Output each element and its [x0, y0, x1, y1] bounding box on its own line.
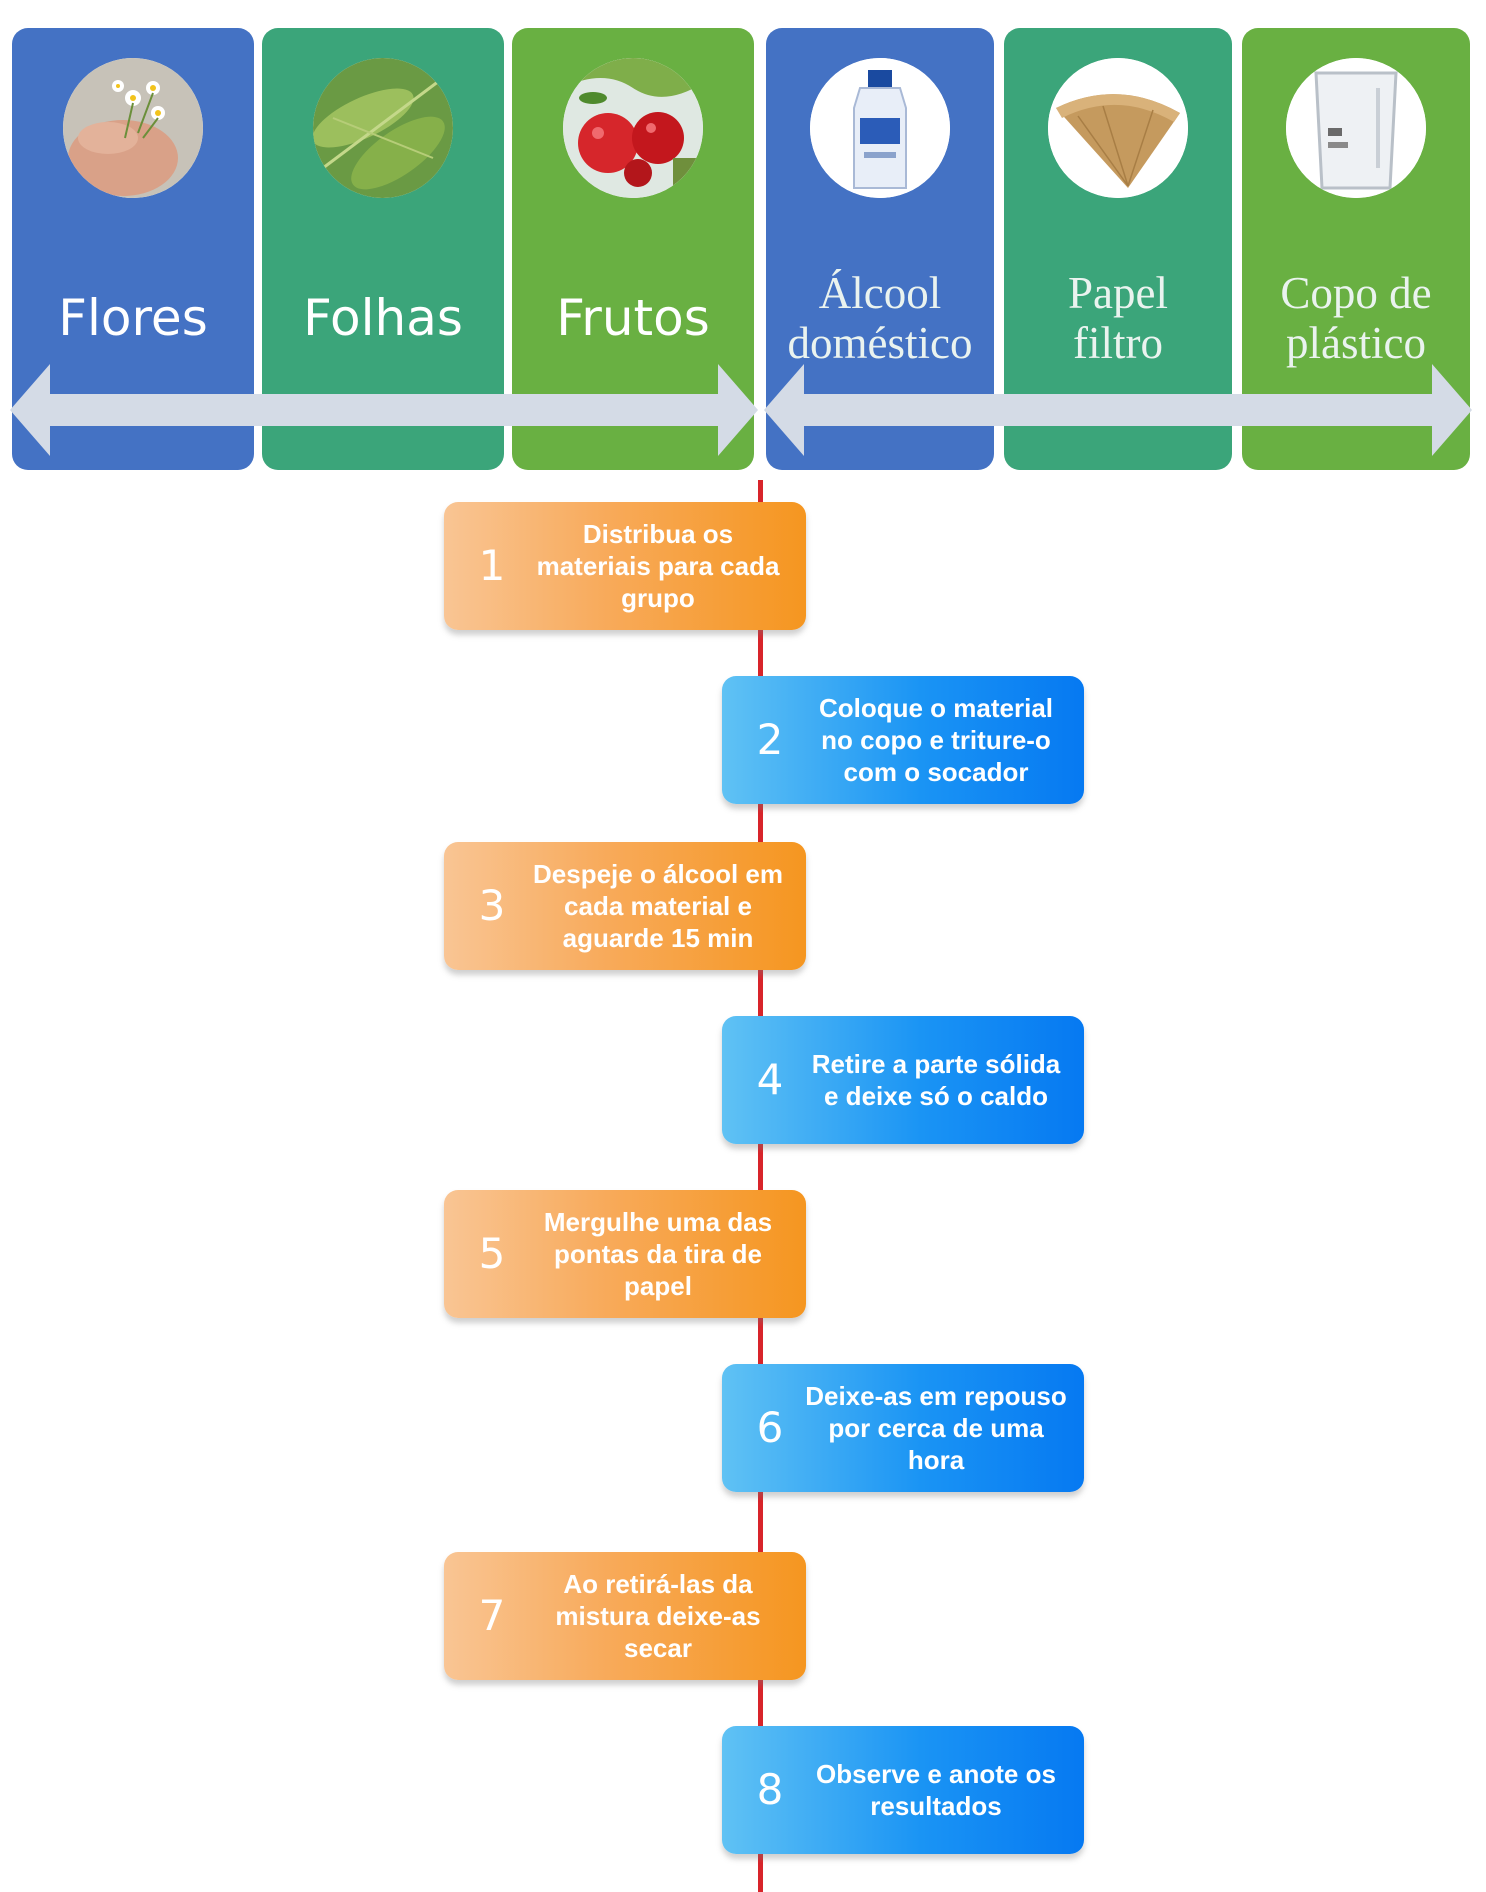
flower-photo-icon [63, 58, 203, 198]
step-number: 2 [756, 715, 784, 764]
leaves-photo-icon [313, 58, 453, 198]
step-number: 5 [478, 1229, 506, 1278]
step-number: 1 [478, 541, 506, 590]
step-card-5: 5 Mergulhe uma das pontas da tira de pap… [444, 1190, 806, 1318]
material-label-copo: Copo de plástico [1280, 268, 1432, 368]
step-text: Mergulhe uma das pontas da tira de papel [543, 1207, 773, 1301]
step-card-4: 4 Retire a parte sólida e deixe só o cal… [722, 1016, 1084, 1144]
step-card-6: 6 Deixe-as em repouso por cerca de uma h… [722, 1364, 1084, 1492]
step-number: 3 [478, 881, 506, 930]
step-text: Observe e anote os resultados [816, 1759, 1056, 1821]
step-text: Deixe-as em repouso por cerca de uma hor… [805, 1381, 1067, 1475]
step-number: 8 [756, 1765, 784, 1814]
source-label-frutos: Frutos [556, 289, 710, 347]
sources-double-arrow [10, 364, 758, 456]
plastic-cup-photo-icon [1286, 58, 1426, 198]
material-label-alcool: Álcool doméstico [787, 268, 973, 368]
step-text: Retire a parte sólida e deixe só o caldo [811, 1049, 1061, 1111]
step-number: 7 [478, 1591, 506, 1640]
step-card-2: 2 Coloque o material no copo e triture-o… [722, 676, 1084, 804]
alcohol-bottle-photo-icon [810, 58, 950, 198]
timeline-line [758, 480, 763, 1892]
step-card-7: 7 Ao retirá-las da mistura deixe-as seca… [444, 1552, 806, 1680]
materials-double-arrow [764, 364, 1472, 456]
step-card-1: 1 Distribua os materiais para cada grupo [444, 502, 806, 630]
step-text: Coloque o material no copo e triture-o c… [818, 693, 1054, 787]
step-card-8: 8 Observe e anote os resultados [722, 1726, 1084, 1854]
source-label-flores: Flores [58, 289, 208, 347]
fruits-photo-icon [563, 58, 703, 198]
step-card-3: 3 Despeje o álcool em cada material e ag… [444, 842, 806, 970]
source-label-folhas: Folhas [303, 289, 463, 347]
step-text: Distribua os materiais para cada grupo [536, 519, 780, 613]
step-number: 4 [756, 1055, 784, 1104]
step-number: 6 [756, 1403, 784, 1452]
material-label-papel: Papel filtro [1068, 268, 1168, 368]
step-text: Ao retirá-las da mistura deixe-as secar [555, 1569, 761, 1663]
step-text: Despeje o álcool em cada material e agua… [533, 859, 783, 953]
filter-paper-photo-icon [1048, 58, 1188, 198]
